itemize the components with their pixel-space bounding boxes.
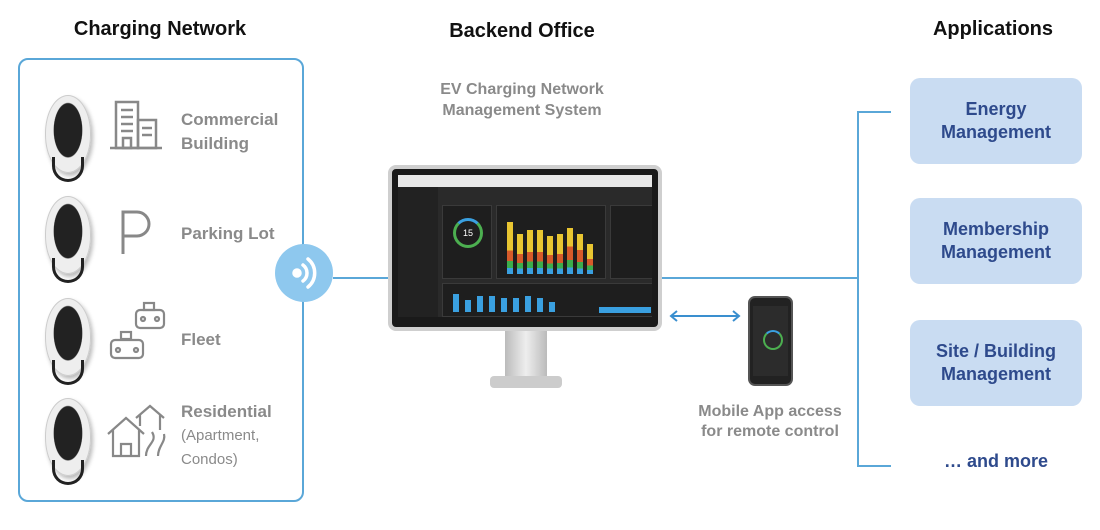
app-line: Management (940, 364, 1052, 384)
chart-bar (507, 222, 513, 274)
label-line: Residential (181, 402, 272, 421)
app-line: Management (940, 242, 1052, 262)
bidirectional-arrow-icon (669, 310, 741, 322)
mobile-phone (748, 296, 793, 386)
caption-line: for remote control (701, 423, 839, 440)
label-line: Commercial (181, 110, 279, 129)
mobile-screen (753, 306, 788, 376)
app-line: Management (940, 122, 1052, 142)
chart-bar (549, 302, 555, 312)
chart-bar (477, 296, 483, 312)
energy-consumption-panel (442, 283, 652, 317)
taxi-car-icon (109, 301, 166, 360)
label-line: Condos) (181, 451, 238, 468)
chart-bar (537, 230, 543, 274)
ev-charger-image (45, 196, 91, 283)
chart-bar (513, 298, 519, 312)
chart-bar (587, 244, 593, 274)
app-line: Site / Building (936, 341, 1056, 361)
wireless-signal-icon (275, 244, 333, 302)
fleet-label: Fleet (181, 330, 221, 349)
connector-line (857, 111, 891, 113)
title-line: EV Charging Network (440, 81, 604, 98)
dashboard-monitor: 15 (388, 165, 662, 331)
house-icon (107, 404, 166, 458)
chart-bar (489, 296, 495, 312)
parking-lot-label: Parking Lot (181, 224, 275, 243)
app-line: Membership (942, 219, 1050, 239)
dashboard-sidebar (398, 187, 438, 317)
connector-line (857, 465, 891, 467)
ev-charger-image (45, 398, 91, 485)
chart-bar (527, 230, 533, 274)
chart-bar (537, 298, 543, 312)
charging-network-heading: Charging Network (73, 18, 247, 40)
chart-bar (547, 236, 553, 274)
label-line: (Apartment, (181, 427, 260, 444)
applications-heading: Applications (932, 18, 1053, 40)
connector-line (857, 111, 859, 467)
chart-bar (525, 296, 531, 312)
ev-charger-image (45, 298, 91, 385)
mobile-caption: Mobile App access for remote control (680, 402, 860, 442)
connector-line (333, 277, 390, 279)
backend-office-heading: Backend Office (449, 20, 595, 42)
residential-label: Residential (Apartment, Condos) (181, 400, 272, 472)
connector-line (662, 277, 859, 279)
total-chargers-gauge: 15 (453, 218, 483, 248)
building-icon (110, 100, 162, 150)
title-line: Management System (442, 102, 602, 119)
charge-point-alerts-panel (610, 205, 652, 279)
dashboard-screen: 15 (398, 175, 652, 317)
charger-status-panel: 15 (442, 205, 492, 279)
chart-bar (567, 228, 573, 274)
chart-bar (517, 234, 523, 274)
usage-chart-panel (496, 205, 606, 279)
caption-line: Mobile App access (698, 403, 842, 420)
ev-charger-image (45, 95, 91, 182)
mobile-gauge (763, 330, 783, 350)
browser-chrome (398, 175, 652, 187)
chart-bar (557, 234, 563, 274)
chart-bar (577, 234, 583, 274)
label-line: Building (181, 134, 249, 153)
chart-bar (501, 298, 507, 312)
monitor-base (490, 376, 562, 388)
app-line: Energy (965, 99, 1027, 119)
monitor-stand (505, 330, 547, 378)
chart-bar (453, 294, 459, 312)
parking-icon (121, 210, 151, 254)
dashboard-button (599, 307, 651, 313)
and-more-label: … and more (943, 451, 1049, 471)
chart-bar (465, 300, 471, 312)
